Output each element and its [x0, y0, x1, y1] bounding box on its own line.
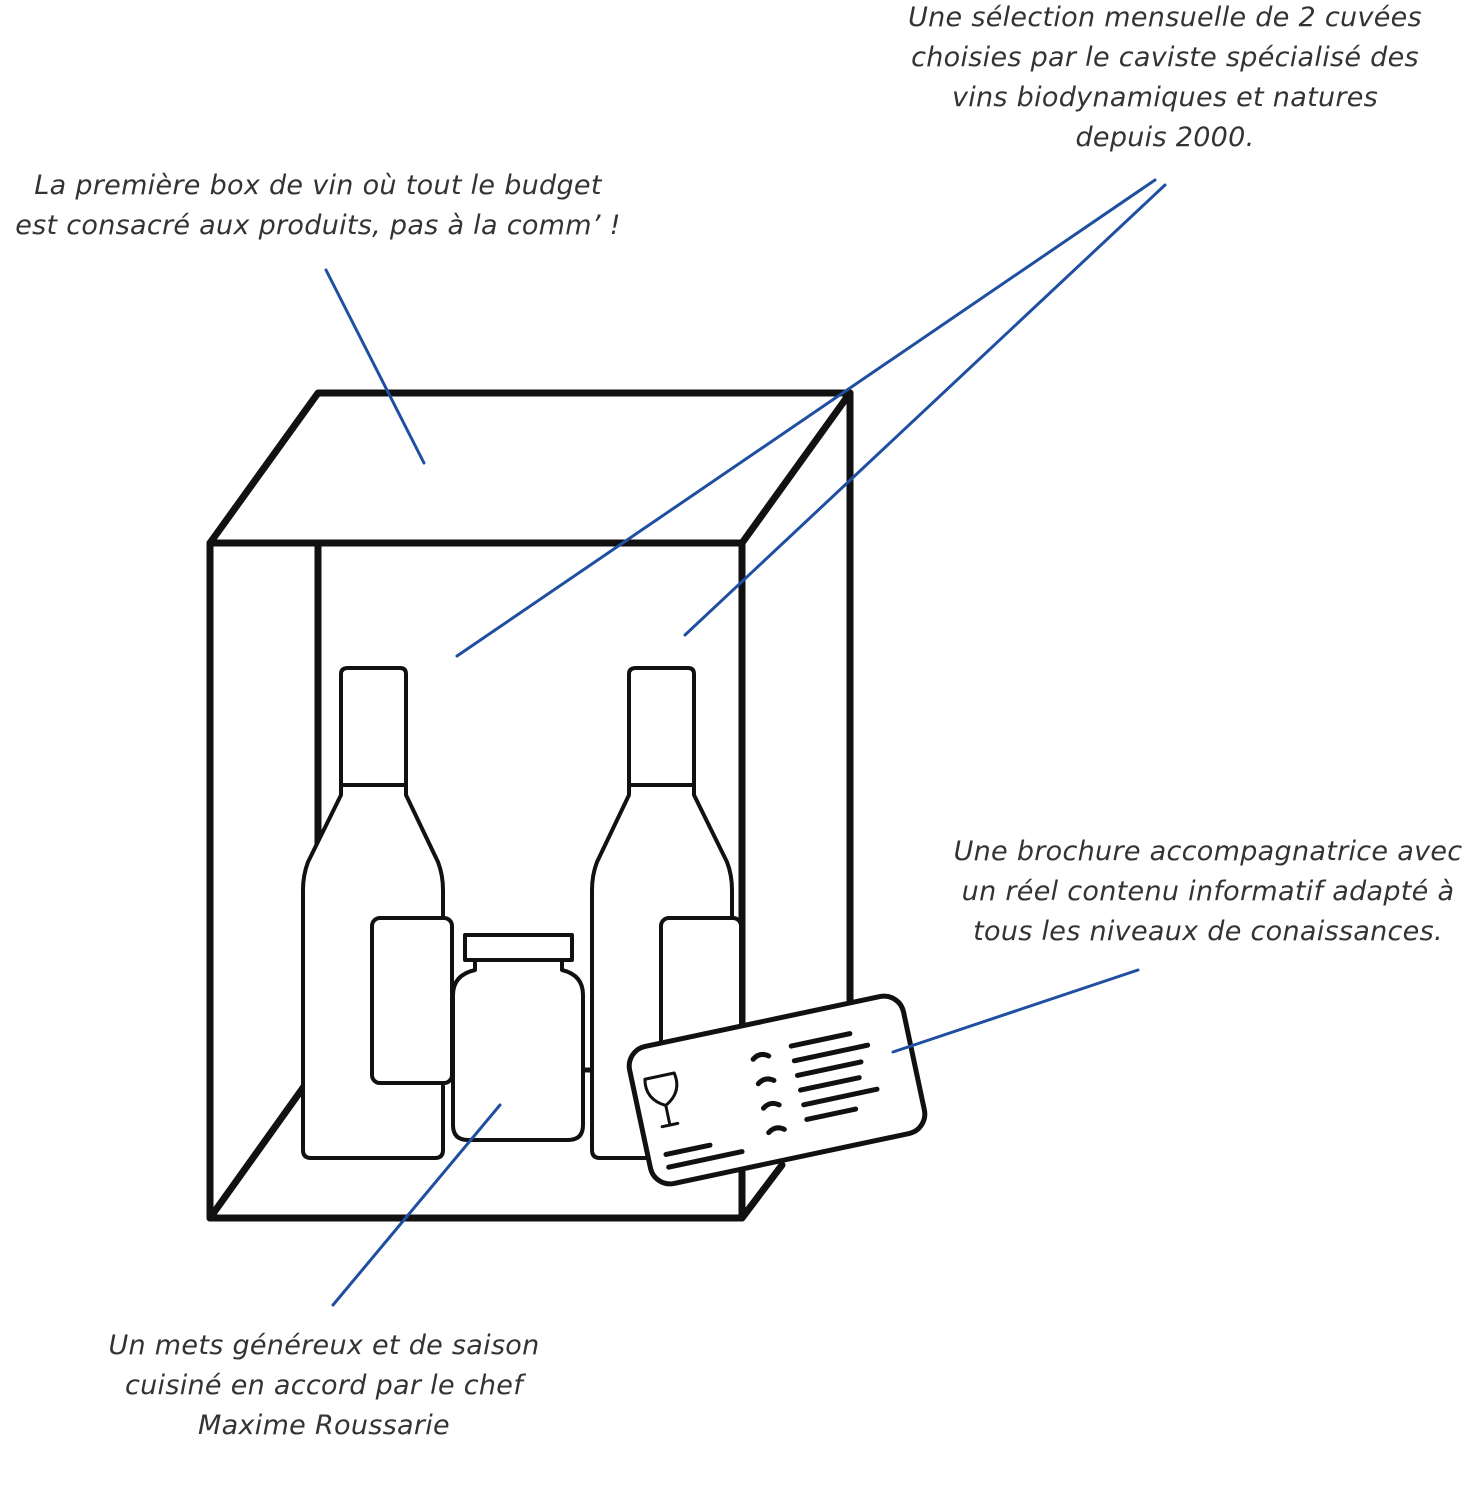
caption-brochure: Une brochure accompagnatrice avec un rée… [948, 832, 1468, 952]
caption-budget: La première box de vin où tout le budget… [0, 166, 636, 246]
leader-selection-right [683, 183, 1167, 637]
caption-line: Une brochure accompagnatrice avec [953, 836, 1463, 867]
caption-line: depuis 2000. [1075, 122, 1255, 153]
caption-line: vins biodynamiques et natures [951, 82, 1379, 113]
caption-line: tous les niveaux de conaissances. [973, 916, 1443, 947]
leader-mets [331, 1103, 502, 1307]
caption-line: Une sélection mensuelle de 2 cuvées [908, 2, 1422, 33]
box-top-face [206, 389, 854, 547]
leader-lines [324, 178, 1167, 1307]
caption-line: un réel contenu informatif adapté à [961, 876, 1455, 907]
box-front-face [206, 539, 746, 1222]
box [206, 389, 854, 1222]
caption-mets: Un mets généreux et de saison cuisiné en… [94, 1326, 554, 1446]
caption-selection: Une sélection mensuelle de 2 cuvées choi… [895, 0, 1435, 158]
leader-selection-left [455, 178, 1157, 658]
box-bottom-right-edge [738, 1161, 786, 1222]
caption-line: cuisiné en accord par le chef [124, 1370, 524, 1401]
caption-line: choisies par le caviste spécialisé des [911, 42, 1419, 73]
food-jar [451, 933, 585, 1142]
box-bottom-left-edge [206, 1081, 309, 1222]
caption-line: Maxime Roussarie [198, 1410, 450, 1441]
caption-line: est consacré aux produits, pas à la comm… [15, 210, 621, 241]
brochure-card [626, 993, 928, 1187]
caption-line: La première box de vin où tout le budget [34, 170, 602, 201]
leader-brochure [891, 968, 1140, 1054]
caption-line: Un mets généreux et de saison [108, 1330, 540, 1361]
leader-budget [324, 268, 426, 465]
wine-glass-icon [643, 1071, 680, 1129]
wine-bottle-left [301, 666, 454, 1160]
